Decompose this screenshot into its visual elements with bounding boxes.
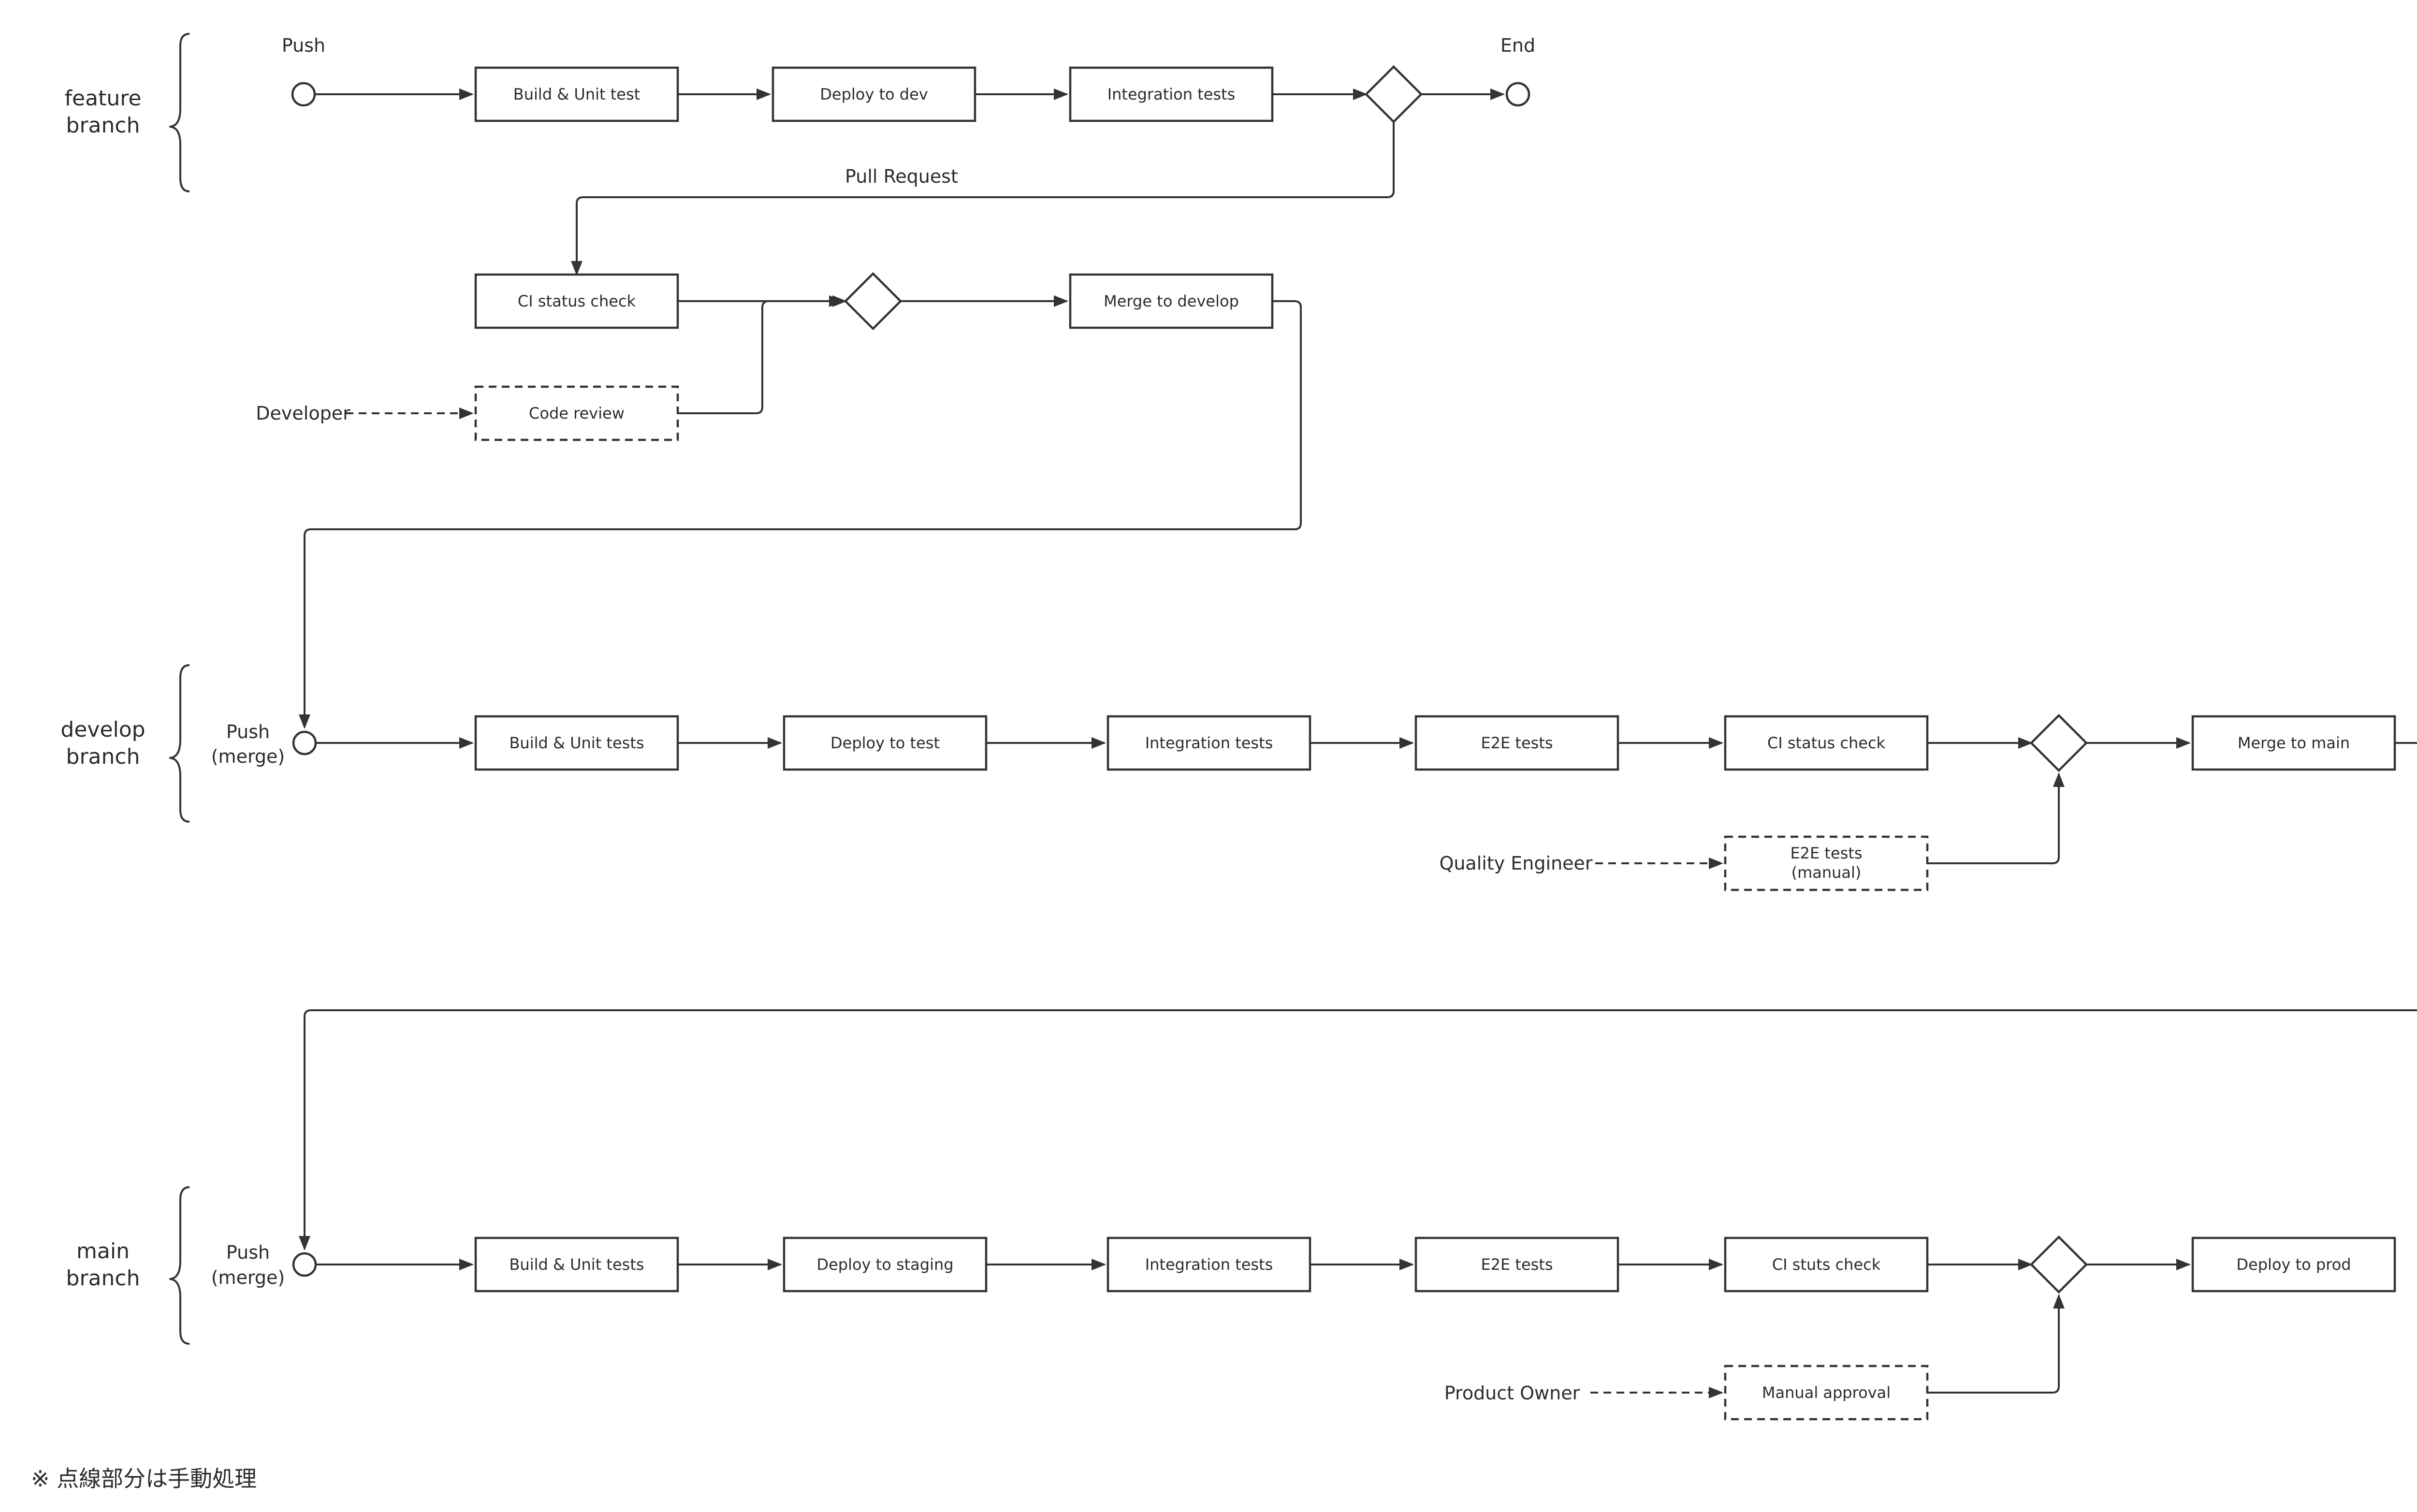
feature-deploy-label: Deploy to dev bbox=[820, 85, 928, 103]
product-owner-label: Product Owner bbox=[1444, 1382, 1580, 1404]
develop-build-step bbox=[474, 715, 679, 771]
quality-engineer-label: Quality Engineer bbox=[1439, 853, 1592, 874]
develop-e2e-manual-step bbox=[1724, 835, 1929, 891]
manual-approval-connector bbox=[1927, 1294, 2065, 1394]
develop-ci-check-step bbox=[1724, 715, 1929, 771]
lane-label-feature-line1: feature bbox=[65, 86, 142, 111]
end-label: End bbox=[1500, 35, 1535, 56]
pull-request-connector bbox=[571, 122, 1395, 276]
developer-label: Developer bbox=[256, 403, 350, 424]
lane-brace-main bbox=[169, 1186, 190, 1345]
lane-label-feature-line2: branch bbox=[66, 113, 140, 138]
develop-merge-label: Merge to main bbox=[2238, 734, 2350, 752]
develop-push-label-line1: Push bbox=[226, 721, 270, 742]
develop-e2e-manual-label-line2: (manual) bbox=[1791, 863, 1862, 882]
main-ci-check-label: CI stuts check bbox=[1772, 1255, 1881, 1274]
pr-merge-step bbox=[1069, 273, 1274, 329]
footnote: ※ 点線部分は手動処理 bbox=[31, 1466, 257, 1492]
develop-ci-check-label: CI status check bbox=[1767, 734, 1886, 752]
develop-deploy-label: Deploy to test bbox=[830, 734, 940, 752]
feature-build-label: Build & Unit test bbox=[513, 85, 640, 103]
main-push-label-line1: Push bbox=[226, 1242, 270, 1263]
code-review-connector bbox=[678, 295, 844, 414]
lane-label-main-line2: branch bbox=[66, 1266, 140, 1291]
feature-integration-step bbox=[1069, 66, 1274, 122]
main-deploy-staging-label: Deploy to staging bbox=[816, 1255, 953, 1274]
lane-label-main-line1: main bbox=[76, 1239, 130, 1264]
lane-brace-develop bbox=[169, 664, 190, 823]
lane-brace-feature bbox=[169, 33, 190, 192]
pr-code-review-label: Code review bbox=[529, 404, 625, 422]
develop-integration-label: Integration tests bbox=[1145, 734, 1273, 752]
develop-decision-gateway bbox=[2029, 713, 2088, 772]
pr-decision-gateway bbox=[844, 272, 903, 331]
develop-e2e-label: E2E tests bbox=[1481, 734, 1553, 752]
lane-label-develop-line2: branch bbox=[66, 744, 140, 769]
main-build-step bbox=[474, 1236, 679, 1293]
end-node bbox=[1505, 82, 1530, 107]
main-start-node bbox=[292, 1252, 317, 1277]
develop-merge-step bbox=[2191, 715, 2396, 771]
develop-e2e-manual-label-line1: E2E tests bbox=[1790, 844, 1862, 862]
main-e2e-step bbox=[1414, 1236, 1619, 1293]
pull-request-label: Pull Request bbox=[845, 166, 958, 187]
develop-push-label-line2: (merge) bbox=[211, 746, 285, 767]
main-push-label-line2: (merge) bbox=[211, 1267, 285, 1288]
merge-to-develop-connector bbox=[299, 300, 1302, 729]
main-decision-gateway bbox=[2029, 1235, 2088, 1294]
main-integration-label: Integration tests bbox=[1145, 1255, 1273, 1274]
feature-deploy-step bbox=[772, 66, 976, 122]
feature-integration-label: Integration tests bbox=[1107, 85, 1236, 103]
main-integration-step bbox=[1107, 1236, 1311, 1293]
start-node bbox=[291, 82, 316, 107]
feature-decision-gateway bbox=[1364, 65, 1423, 124]
main-deploy-prod-label: Deploy to prod bbox=[2236, 1255, 2351, 1274]
main-e2e-label: E2E tests bbox=[1481, 1255, 1553, 1274]
main-manual-approval-label: Manual approval bbox=[1762, 1383, 1891, 1402]
develop-build-label: Build & Unit tests bbox=[509, 734, 644, 752]
main-deploy-staging-step bbox=[783, 1236, 988, 1293]
lane-label-develop-line1: develop bbox=[60, 717, 145, 742]
main-build-label: Build & Unit tests bbox=[509, 1255, 644, 1274]
pr-merge-label: Merge to develop bbox=[1104, 292, 1239, 310]
push-label: Push bbox=[282, 35, 325, 56]
develop-start-node bbox=[292, 730, 317, 756]
e2e-manual-connector bbox=[1927, 772, 2065, 864]
develop-deploy-step bbox=[783, 715, 988, 771]
pr-ci-check-label: CI status check bbox=[518, 292, 636, 310]
main-deploy-prod-step bbox=[2191, 1236, 2396, 1293]
develop-integration-step bbox=[1107, 715, 1311, 771]
merge-to-main-connector bbox=[299, 742, 2417, 1250]
main-manual-approval-step bbox=[1724, 1365, 1929, 1421]
